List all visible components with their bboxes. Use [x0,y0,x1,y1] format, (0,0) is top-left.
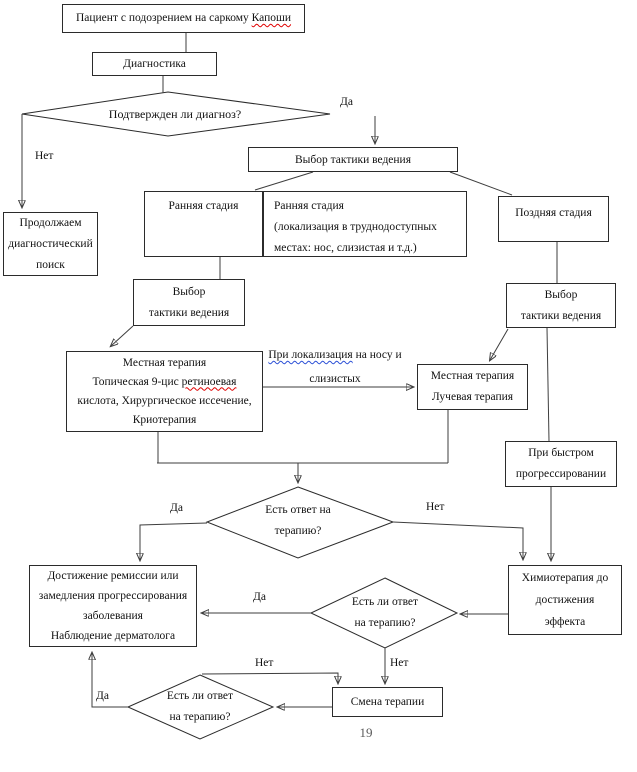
remission-box: Достижение ремиссии или замедления прогр… [29,565,197,647]
change-therapy-box: Смена терапии [332,687,443,717]
edge-label-no-response-1: Нет [426,501,445,513]
edge-response1-no-to-chemo [392,521,523,559]
chemo-line1: Химиотерапия до [521,572,609,584]
continue-search-box: Продолжаем диагностический поиск [3,212,98,276]
local-therapy-misspelled-word: ретиноевая [181,375,237,388]
early-stage-box: Ранняя стадия [144,191,263,257]
edge-response3-no-to-change [201,672,338,683]
local-therapy-box: Местная терапия Топическая 9-цис ретиное… [66,351,263,432]
radiation-line2: Лучевая терапия [431,391,514,403]
chemo-line3: эффекта [544,616,586,628]
patient-box: Пациент с подозрением на саркому Капоши [62,4,305,33]
edge-label-yes-response-3: Да [96,690,109,702]
decision-diamond-confirmed [21,91,331,137]
patient-box-text: Пациент с подозрением на саркому [75,12,252,24]
tactic-right-line2: тактики ведения [520,309,602,322]
tactic-left-line2: тактики ведения [148,306,230,319]
response-diamond-3-label: Есть ли ответ на терапию? [142,686,258,723]
remission-line1: Достижение ремиссии или [47,570,179,582]
patient-box-misspelled-word: Капоши [251,12,292,24]
response-diamond-1-label: Есть ответ на терапию? [233,500,363,542]
edge-tactic-left-to-local-therapy [111,325,134,346]
edge-response1-yes-to-remission [140,522,208,560]
local-therapy-line1: Местная терапия [122,356,207,369]
late-stage-label: Поздняя стадия [515,207,592,219]
tactic-right-line1: Выбор [544,288,578,301]
early-stage-hard-line1: Ранняя стадия [274,200,344,212]
rapid-progression-box: При быстром прогрессировании [505,441,617,487]
local-therapy-line4: Криотерапия [132,413,197,426]
edge-tactic-right-to-radiation [490,328,509,360]
diagnostics-box: Диагностика [92,52,217,76]
change-therapy-label: Смена терапии [350,696,425,708]
early-stage-hard-line3: местах: нос, слизистая и т.д.) [274,242,417,254]
early-stage-label: Ранняя стадия [168,200,239,212]
remission-line3: заболевания [83,610,143,622]
edge-response3-yes-to-remission [92,653,128,708]
tactic-left-line1: Выбор [172,285,206,298]
edge-label-no-response-2: Нет [390,657,409,669]
early-stage-hard-box: Ранняя стадия (локализация в труднодосту… [263,191,467,257]
response-2-line2: на терапию? [354,617,416,629]
confirm-diamond-label: Подтвержден ли диагноз? [108,107,242,121]
local-therapy-line2: Топическая 9-цис [92,375,182,388]
decision-diamond-response-3 [126,674,275,740]
radiation-therapy-box: Местная терапия Лучевая терапия [417,364,528,410]
tactic-right-box: Выбор тактики ведения [506,283,616,328]
edge-label-no-response-3: Нет [255,657,274,669]
response-2-line1: Есть ли ответ [351,596,419,608]
edge-label-yes-diagnosis: Да [340,96,353,108]
edge-label-yes-response-2: Да [253,591,266,603]
tactic-top-label: Выбор тактики ведения [295,154,411,166]
continue-search-line1: Продолжаем [19,216,82,229]
continue-search-line2: диагностический [8,237,93,250]
radiation-line1: Местная терапия [430,370,515,382]
response-1-line2: терапию? [274,525,322,537]
continue-search-line3: поиск [36,258,65,271]
diagnostics-label: Диагностика [123,58,186,70]
rapid-line2: прогрессировании [515,468,607,480]
decision-diamond-response-1 [205,486,395,559]
remission-line4: Наблюдение дерматолога [50,630,176,642]
response-1-line1: Есть ответ на [265,504,331,516]
localization-note-marked: При локализация [268,349,353,361]
rapid-line1: При быстром [528,447,594,459]
edge-label-no-diagnosis: Нет [35,150,54,162]
local-therapy-line3: кислота, Хирургическое иссечение, [77,394,252,407]
chemotherapy-box: Химиотерапия до достижения эффекта [508,565,622,635]
response-3-line2: на терапию? [169,711,231,723]
remission-line2: замедления прогрессирования [38,590,188,602]
localization-note: При локализация на носу и слизистых [260,343,410,391]
early-stage-hard-line2: (локализация в труднодоступных [274,221,437,233]
edge-tactic-top-to-late [449,171,513,196]
tactic-top-box: Выбор тактики ведения [248,147,458,172]
response-3-line1: Есть ли ответ [166,690,234,702]
late-stage-box: Поздняя стадия [498,196,609,242]
edge-label-yes-response-1: Да [170,502,183,514]
page-number: 19 [359,725,373,740]
edge-tactic-top-to-early [254,171,314,191]
response-diamond-2-label: Есть ли ответ на терапию? [327,592,443,629]
chemo-line2: достижения [535,594,595,606]
tactic-left-box: Выбор тактики ведения [133,279,245,326]
edge-tactic-right-to-rapid [546,327,550,442]
localization-note-line2: слизистых [309,373,361,385]
localization-note-rest: на носу и [352,349,402,361]
